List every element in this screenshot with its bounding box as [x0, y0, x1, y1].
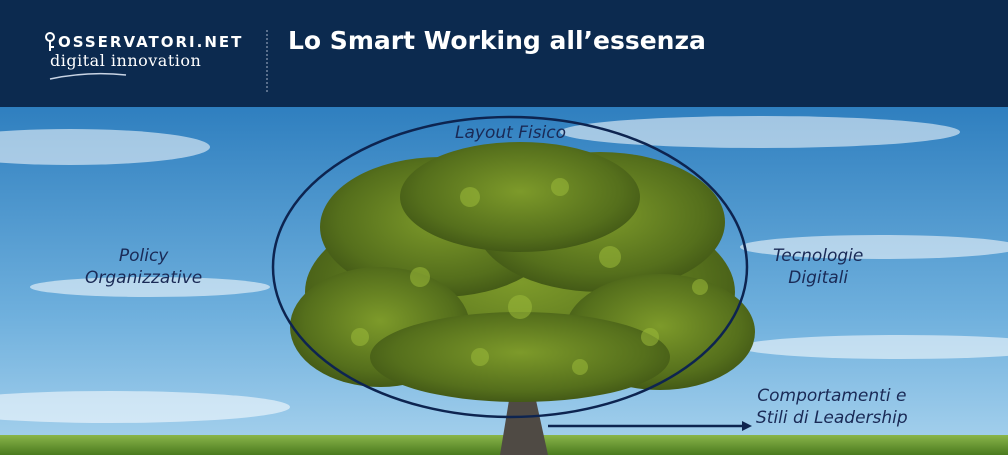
osservatori-logo: OSSERVATORI.NET digital innovation: [44, 32, 243, 81]
foliage-highlights: [351, 178, 708, 375]
logo-top-text: OSSERVATORI.NET: [58, 33, 244, 51]
tree-foliage: [290, 142, 755, 402]
tree-scene: Layout Fisico Policy Organizzative Tecno…: [0, 107, 1008, 455]
logo-swoosh: [49, 72, 127, 80]
key-icon: [45, 32, 55, 51]
clouds: [0, 116, 1008, 423]
label-policy-organizzative: Policy Organizzative: [85, 246, 203, 288]
header-divider: [266, 30, 268, 92]
logo-bottom-text: digital innovation: [50, 51, 202, 70]
scene-illustration: [0, 107, 1008, 455]
header-bar: OSSERVATORI.NET digital innovation Lo Sm…: [0, 0, 1008, 107]
ellipse-outline: [271, 115, 749, 419]
label-tecnologie-digitali: Tecnologie Digitali: [773, 246, 864, 288]
label-comportamenti-leadership: Comportamenti e Stili di Leadership: [756, 386, 908, 428]
label-layout-fisico: Layout Fisico: [455, 123, 567, 143]
arrow-icon: [548, 421, 752, 431]
page-title: Lo Smart Working all’essenza: [288, 26, 706, 55]
